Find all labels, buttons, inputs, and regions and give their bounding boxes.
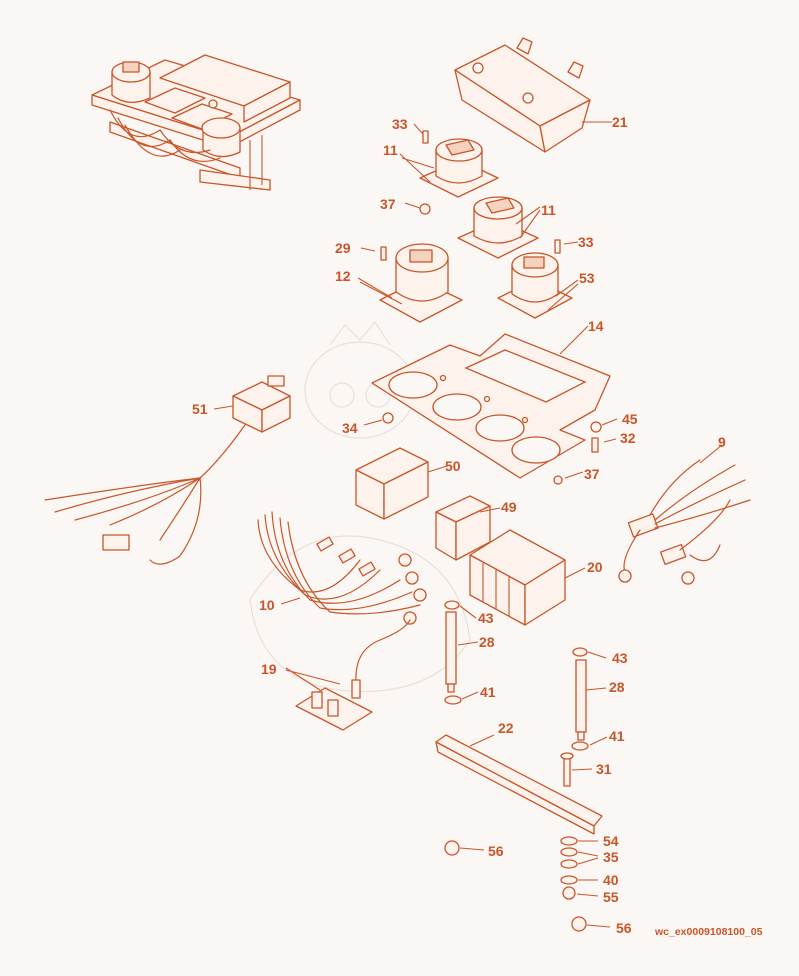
part-28-standoff-b bbox=[571, 647, 607, 751]
part-20-circuit-breakers bbox=[469, 529, 586, 626]
callout-53: 53 bbox=[579, 270, 595, 286]
callout-11: 11 bbox=[541, 202, 556, 218]
callout-21: 21 bbox=[612, 114, 628, 130]
callout-29: 29 bbox=[335, 240, 351, 256]
part-40-washer bbox=[560, 875, 598, 885]
callout-11: 11 bbox=[383, 142, 398, 158]
leader-lines bbox=[213, 153, 608, 746]
callout-43: 43 bbox=[478, 610, 494, 626]
part-33-screw-a bbox=[413, 123, 429, 144]
callout-56: 56 bbox=[488, 843, 504, 859]
part-9-wiring-harness bbox=[618, 444, 751, 585]
part-10-wire-bundle bbox=[257, 511, 427, 625]
part-12-large-socket bbox=[379, 243, 463, 323]
part-45-washer bbox=[590, 418, 618, 433]
part-34-nut bbox=[363, 412, 394, 426]
part-32-bolt bbox=[591, 437, 617, 453]
callout-10: 10 bbox=[259, 597, 275, 613]
callout-45: 45 bbox=[622, 411, 638, 427]
part-31-bolt bbox=[560, 752, 593, 787]
callout-43: 43 bbox=[612, 650, 628, 666]
part-22-rail bbox=[435, 734, 603, 835]
callout-22: 22 bbox=[498, 720, 514, 736]
callout-34: 34 bbox=[342, 420, 358, 436]
part-29-screw bbox=[360, 246, 387, 261]
callout-20: 20 bbox=[587, 559, 603, 575]
part-55-nut bbox=[562, 886, 599, 900]
part-54-washer bbox=[560, 836, 598, 846]
callout-31: 31 bbox=[596, 761, 612, 777]
part-53-socket bbox=[497, 252, 573, 319]
callout-labels: 33 21 11 37 11 29 33 12 53 14 51 34 45 3… bbox=[192, 114, 726, 936]
callout-56: 56 bbox=[616, 920, 632, 936]
callout-50: 50 bbox=[445, 458, 461, 474]
callout-41: 41 bbox=[609, 728, 625, 744]
callout-33: 33 bbox=[578, 234, 594, 250]
part-28-standoff-a bbox=[444, 600, 479, 705]
part-35-washers bbox=[560, 847, 599, 869]
callout-35: 35 bbox=[603, 849, 619, 865]
callout-28: 28 bbox=[479, 634, 495, 650]
callout-55: 55 bbox=[603, 889, 619, 905]
part-11-socket-a bbox=[419, 138, 499, 198]
part-37-nut-a bbox=[404, 202, 431, 215]
callout-40: 40 bbox=[603, 872, 619, 888]
assembled-control-unit bbox=[91, 54, 301, 191]
callout-14: 14 bbox=[588, 318, 604, 334]
callout-54: 54 bbox=[603, 833, 619, 849]
callout-19: 19 bbox=[261, 661, 277, 677]
callout-9: 9 bbox=[718, 434, 726, 450]
part-37-nut-b bbox=[553, 471, 584, 485]
callout-28: 28 bbox=[609, 679, 625, 695]
callout-37: 37 bbox=[380, 196, 396, 212]
part-51-relay-harness bbox=[44, 375, 291, 565]
part-56-nut-b bbox=[571, 916, 611, 932]
callout-33: 33 bbox=[392, 116, 408, 132]
part-19-board bbox=[295, 619, 411, 731]
callout-32: 32 bbox=[620, 430, 636, 446]
part-56-nut-a bbox=[444, 840, 485, 856]
callout-51: 51 bbox=[192, 401, 208, 417]
part-33-screw-b bbox=[554, 239, 579, 254]
part-50-terminal-block bbox=[355, 447, 429, 520]
part-21-cover bbox=[454, 37, 612, 153]
callout-37: 37 bbox=[584, 466, 600, 482]
image-code-label: wc_ex0009108100_05 bbox=[655, 926, 763, 938]
callout-41: 41 bbox=[480, 684, 496, 700]
callout-12: 12 bbox=[335, 268, 351, 284]
part-11-socket-b bbox=[457, 196, 539, 259]
part-14-mounting-plate bbox=[371, 333, 611, 479]
callout-49: 49 bbox=[501, 499, 517, 515]
